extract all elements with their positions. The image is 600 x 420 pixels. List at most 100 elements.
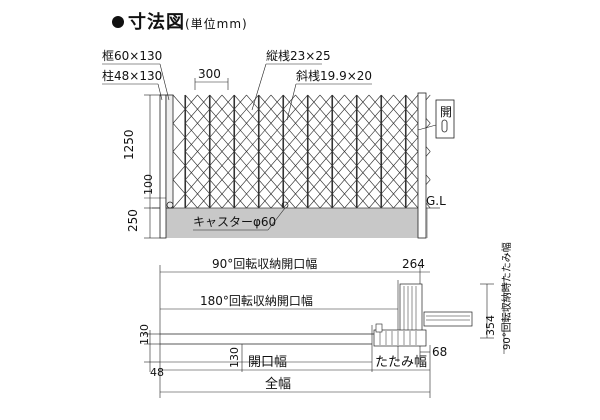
diagonal-bar: [258, 179, 284, 209]
diagonal-bar-label: 斜桟19.9×20: [296, 69, 372, 83]
diagonal-bar: [197, 94, 223, 124]
diagonal-bar: [307, 151, 333, 180]
dim-100: 100: [142, 174, 155, 195]
diagonal-bar: [246, 123, 272, 152]
diagonal-bar: [393, 151, 419, 180]
diagonal-bar: [356, 94, 382, 124]
diagonal-bar: [246, 94, 272, 124]
dim-300: 300: [198, 67, 221, 81]
diagonal-bar: [209, 179, 235, 209]
frame-label: 框60×130: [102, 49, 162, 63]
dim-130a: 130: [138, 324, 151, 345]
diagonal-bar: [258, 151, 284, 180]
diagonal-bar-leader: [286, 83, 297, 121]
diagonal-bar: [221, 151, 247, 180]
diagonal-bar: [283, 151, 308, 180]
diagonal-bar: [295, 123, 321, 152]
diagonal-bar: [258, 94, 284, 124]
gl-label: G.L: [426, 194, 446, 208]
open-sign-box: [435, 99, 455, 139]
rot90-stub: [423, 311, 473, 327]
diagonal-bar: [234, 151, 259, 180]
diagonal-bar: [246, 151, 272, 180]
diagonal-bar: [197, 151, 223, 180]
dim-1250: 1250: [122, 129, 136, 160]
diagonal-bar: [197, 123, 223, 152]
diagonal-bar: [381, 151, 406, 180]
diagonal-bar: [356, 151, 382, 180]
diagonal-bar: [172, 94, 198, 124]
dim-354: 354: [484, 315, 497, 336]
diagonal-bar: [332, 123, 357, 152]
diagonal-bar: [319, 151, 345, 180]
title-text: 寸法図: [128, 12, 185, 33]
dim-total-label: 全幅: [265, 376, 291, 392]
diagonal-bar: [332, 94, 357, 124]
diagonal-bar: [381, 94, 406, 124]
left-frame: [165, 94, 174, 209]
dim-48: 48: [150, 366, 164, 379]
page-title: 寸法図(単位mm): [112, 8, 248, 34]
plan-folded-stack: [373, 329, 427, 347]
diagonal-bar: [381, 123, 406, 152]
diagonal-bar: [381, 179, 406, 209]
diagonal-bar: [172, 151, 198, 180]
diagonal-bar: [209, 151, 235, 180]
diagonal-bar: [368, 123, 394, 152]
diagonal-bar: [270, 123, 296, 152]
lock-icon: [441, 119, 448, 133]
diagonal-bar: [332, 179, 357, 209]
diagonal-bar: [344, 94, 370, 124]
dim-rot180-label: 180°回転収納開口幅: [200, 293, 313, 308]
diagonal-bar: [172, 179, 198, 209]
diagonal-bar: [393, 123, 419, 152]
diagonal-bar: [246, 179, 272, 209]
diagonal-bar: [270, 179, 296, 209]
diagonal-bar: [307, 179, 333, 209]
diagonal-bar: [258, 123, 284, 152]
frame-leader: [159, 63, 170, 101]
diagonal-bar: [295, 179, 321, 209]
diagonal-bar: [221, 94, 247, 124]
diagonal-bar: [307, 94, 333, 124]
post-leader: [157, 83, 163, 101]
diagonal-bar: [368, 179, 394, 209]
diagonal-bar: [319, 123, 345, 152]
diagonal-bar: [234, 94, 259, 124]
dim-130b: 130: [228, 347, 241, 368]
diagonal-bar: [209, 123, 235, 152]
diagonal-bar: [185, 151, 210, 180]
plan-handle: [375, 323, 383, 333]
bullet-icon: [112, 16, 124, 28]
diagonal-bar: [332, 151, 357, 180]
diagonal-bar: [344, 151, 370, 180]
dim-68: 68: [432, 345, 447, 359]
diagonal-bar: [368, 94, 394, 124]
diagonal-bar: [185, 179, 210, 209]
diagonal-bar: [234, 123, 259, 152]
vertical-bar-label: 縦桟23×25: [266, 49, 331, 63]
diagonal-bar: [307, 123, 333, 152]
left-post: [159, 94, 167, 239]
lattice-gate: [172, 94, 431, 209]
title-unit: (単位mm): [185, 17, 248, 31]
dim-264: 264: [402, 257, 425, 271]
dim-rot90-label: 90°回転収納開口幅: [212, 256, 317, 271]
diagonal-bar: [221, 179, 247, 209]
diagonal-bar: [197, 179, 223, 209]
diagonal-bar: [270, 94, 296, 124]
diagonal-bar: [319, 94, 345, 124]
diagonal-bar: [295, 94, 321, 124]
diagonal-bar: [209, 94, 235, 124]
diagonal-bar: [356, 179, 382, 209]
diagonal-bar: [221, 123, 247, 152]
diagonal-bar: [344, 179, 370, 209]
caster-label: キャスターφ60: [193, 215, 276, 229]
dim-opening-label: 開口幅: [248, 355, 287, 370]
diagonal-bar: [185, 123, 210, 152]
diagonal-bar: [283, 123, 308, 152]
diagonal-bar: [393, 179, 419, 209]
diagonal-bar: [356, 123, 382, 152]
